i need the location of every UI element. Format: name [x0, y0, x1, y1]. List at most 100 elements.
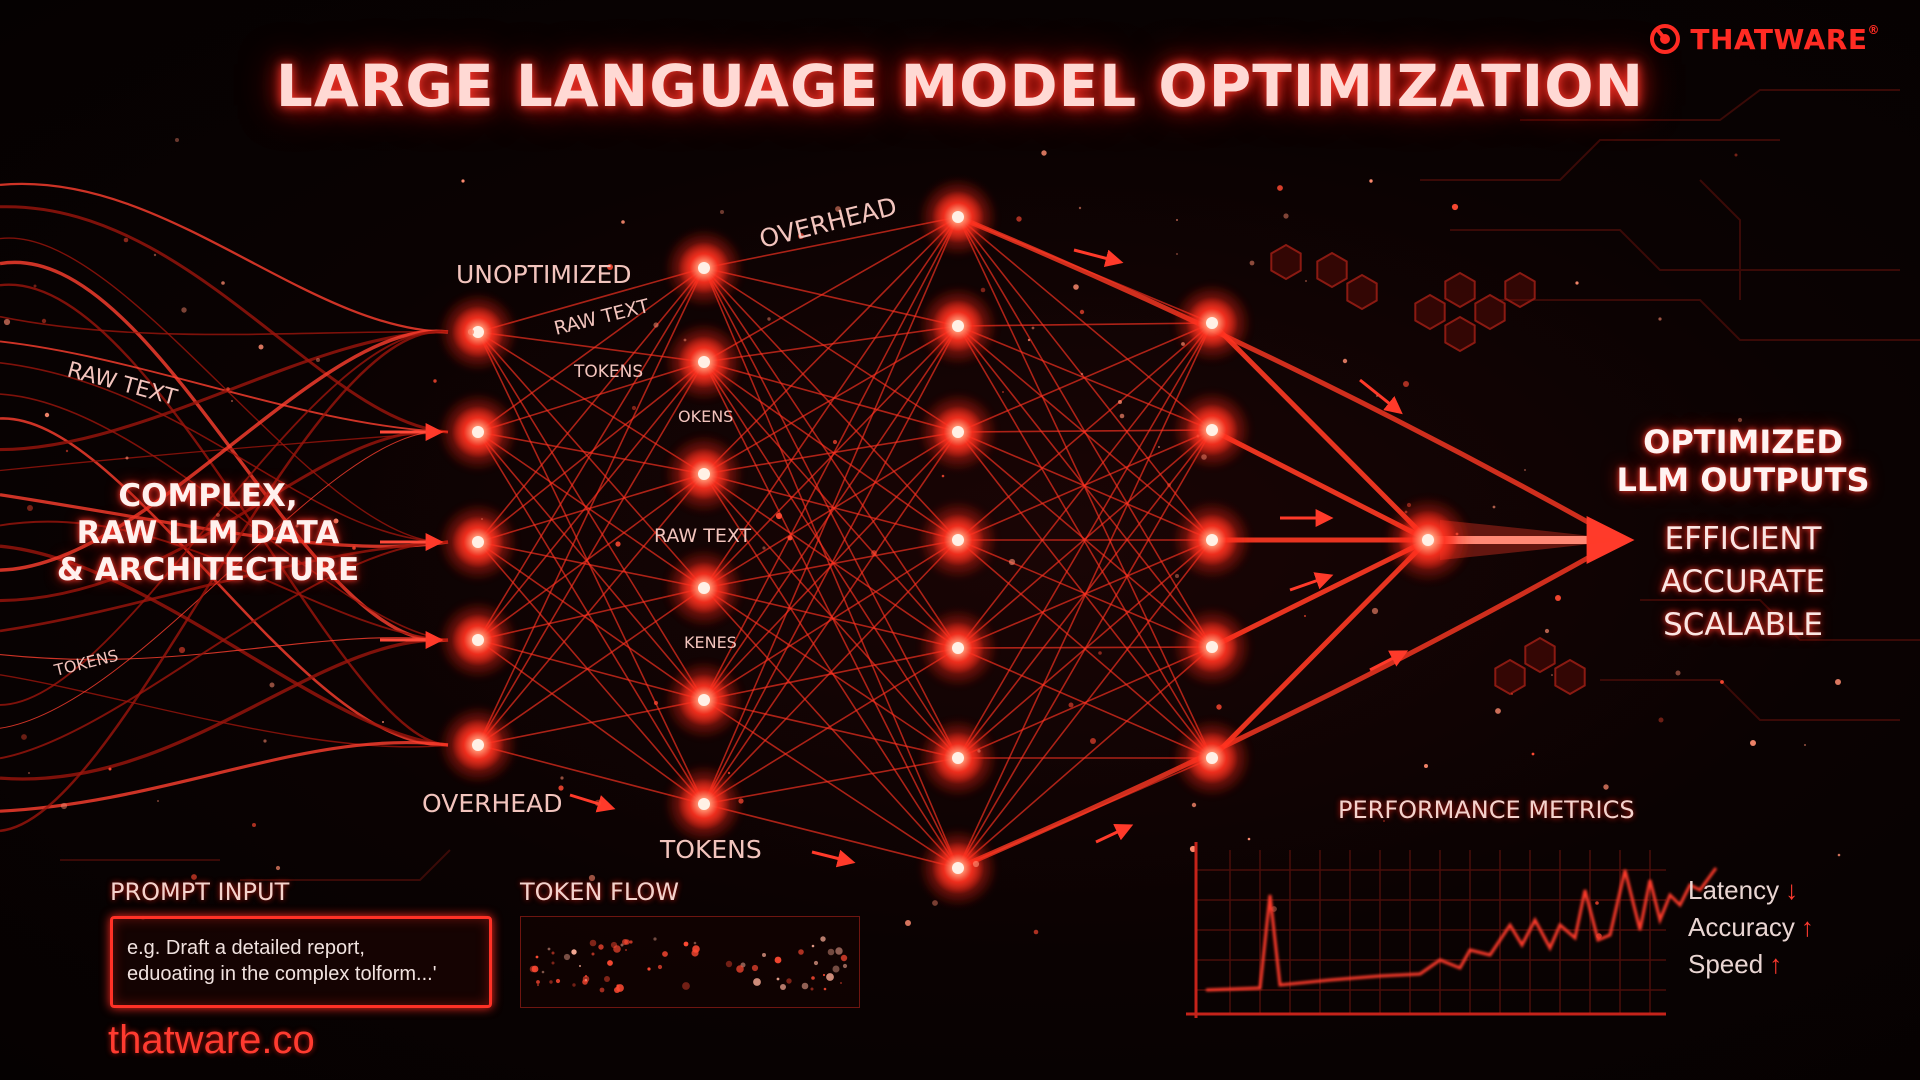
data-stream-line: [0, 260, 449, 642]
token-particle: [842, 963, 848, 969]
prompt-input-line-1: e.g. Draft a detailed report,: [127, 937, 365, 959]
network-edge: [477, 361, 705, 543]
label-tokens-bottom: TOKENS: [659, 835, 762, 864]
token-particle: [629, 940, 633, 944]
spark: [1249, 260, 1255, 266]
spark: [905, 920, 911, 926]
network-edge: [703, 361, 959, 433]
flow-arrows: [569, 248, 1409, 868]
spark: [932, 900, 938, 906]
outer-beam: [957, 537, 1622, 871]
performance-chart: [1186, 842, 1718, 1018]
arrow-down-icon: ↓: [1785, 875, 1799, 905]
network-edge: [703, 216, 959, 701]
data-stream-line: [0, 329, 449, 572]
label-tokens-1: TOKENS: [573, 362, 643, 382]
network-edge: [477, 267, 705, 641]
token-particle: [798, 949, 804, 955]
spark: [21, 734, 27, 740]
input-label-line-3: & ARCHITECTURE: [56, 552, 360, 588]
prompt-input-box[interactable]: e.g. Draft a detailed report, eduoating …: [110, 916, 492, 1008]
outer-beam: [957, 214, 1622, 543]
website-link[interactable]: thatware.co: [108, 1018, 315, 1062]
network-edge: [957, 322, 1213, 759]
token-particle: [536, 980, 540, 984]
token-particle: [622, 939, 628, 945]
spark: [1371, 607, 1379, 615]
spark: [871, 550, 877, 556]
data-stream-line: [0, 540, 449, 633]
spark: [1734, 153, 1738, 157]
network-edge: [703, 757, 959, 805]
spark: [1575, 281, 1579, 285]
spark: [762, 546, 766, 550]
node-core: [472, 739, 484, 751]
spark: [41, 318, 47, 324]
hexagon: [1504, 271, 1536, 309]
spark: [178, 646, 186, 654]
data-stream-line: [0, 540, 449, 760]
token-particle: [563, 953, 571, 961]
data-stream-line: [0, 520, 449, 641]
spark: [1080, 372, 1084, 376]
node-core: [952, 320, 964, 332]
spark: [28, 772, 30, 774]
spark: [1079, 309, 1085, 315]
network-edge: [477, 361, 705, 746]
brand-registered-mark: ®: [1867, 22, 1880, 37]
node-core: [1206, 424, 1218, 436]
network-edge: [477, 587, 705, 746]
node-core: [1422, 534, 1434, 546]
token-particle: [599, 987, 605, 993]
spark: [123, 237, 129, 243]
network-edge: [703, 361, 959, 649]
network-edge: [957, 539, 1213, 869]
hexagon: [1494, 658, 1526, 696]
network-edge: [957, 322, 1213, 869]
node-core: [698, 798, 710, 810]
prompt-input-label: PROMPT INPUT: [110, 878, 290, 906]
brand-name-text: THATWARE: [1690, 22, 1868, 56]
network-edge: [703, 431, 959, 475]
spark: [653, 700, 659, 706]
spark: [798, 233, 804, 239]
spark: [1595, 901, 1599, 905]
spark: [1424, 764, 1428, 768]
spark: [1804, 744, 1806, 746]
token-particle: [572, 983, 576, 987]
spark: [226, 387, 230, 391]
token-particle: [753, 978, 761, 986]
token-particle: [840, 954, 848, 962]
spark: [461, 179, 465, 183]
spark: [980, 287, 986, 293]
spark: [1737, 417, 1743, 423]
network-edge: [703, 216, 959, 475]
token-particle: [620, 943, 624, 947]
spark: [65, 449, 69, 453]
spark: [1078, 206, 1082, 210]
spark: [1342, 358, 1348, 364]
node-core: [952, 862, 964, 874]
flow-arrow-icon: [1289, 572, 1334, 592]
spark: [3, 318, 11, 326]
network-edge: [957, 322, 1213, 327]
spark: [1176, 219, 1178, 221]
spark: [1283, 213, 1289, 219]
network-edge: [477, 431, 705, 805]
data-stream-line: [0, 544, 449, 747]
label-raw-text-1: RAW TEXT: [552, 295, 652, 340]
token-particle: [693, 941, 697, 945]
flow-arrow-icon: [811, 849, 856, 868]
token-particle: [536, 983, 540, 987]
token-particle: [840, 982, 842, 984]
token-particle: [736, 965, 744, 973]
spark: [835, 206, 841, 212]
data-stream-line: [0, 431, 449, 729]
spark: [216, 513, 220, 517]
arrow-up-icon: ↑: [1769, 949, 1783, 979]
token-particle: [535, 955, 539, 959]
output-title: OPTIMIZED LLM OUTPUTS: [1598, 423, 1888, 499]
network-edge: [703, 587, 959, 869]
flow-arrow-icon: [1369, 650, 1409, 672]
token-particle: [811, 944, 815, 948]
